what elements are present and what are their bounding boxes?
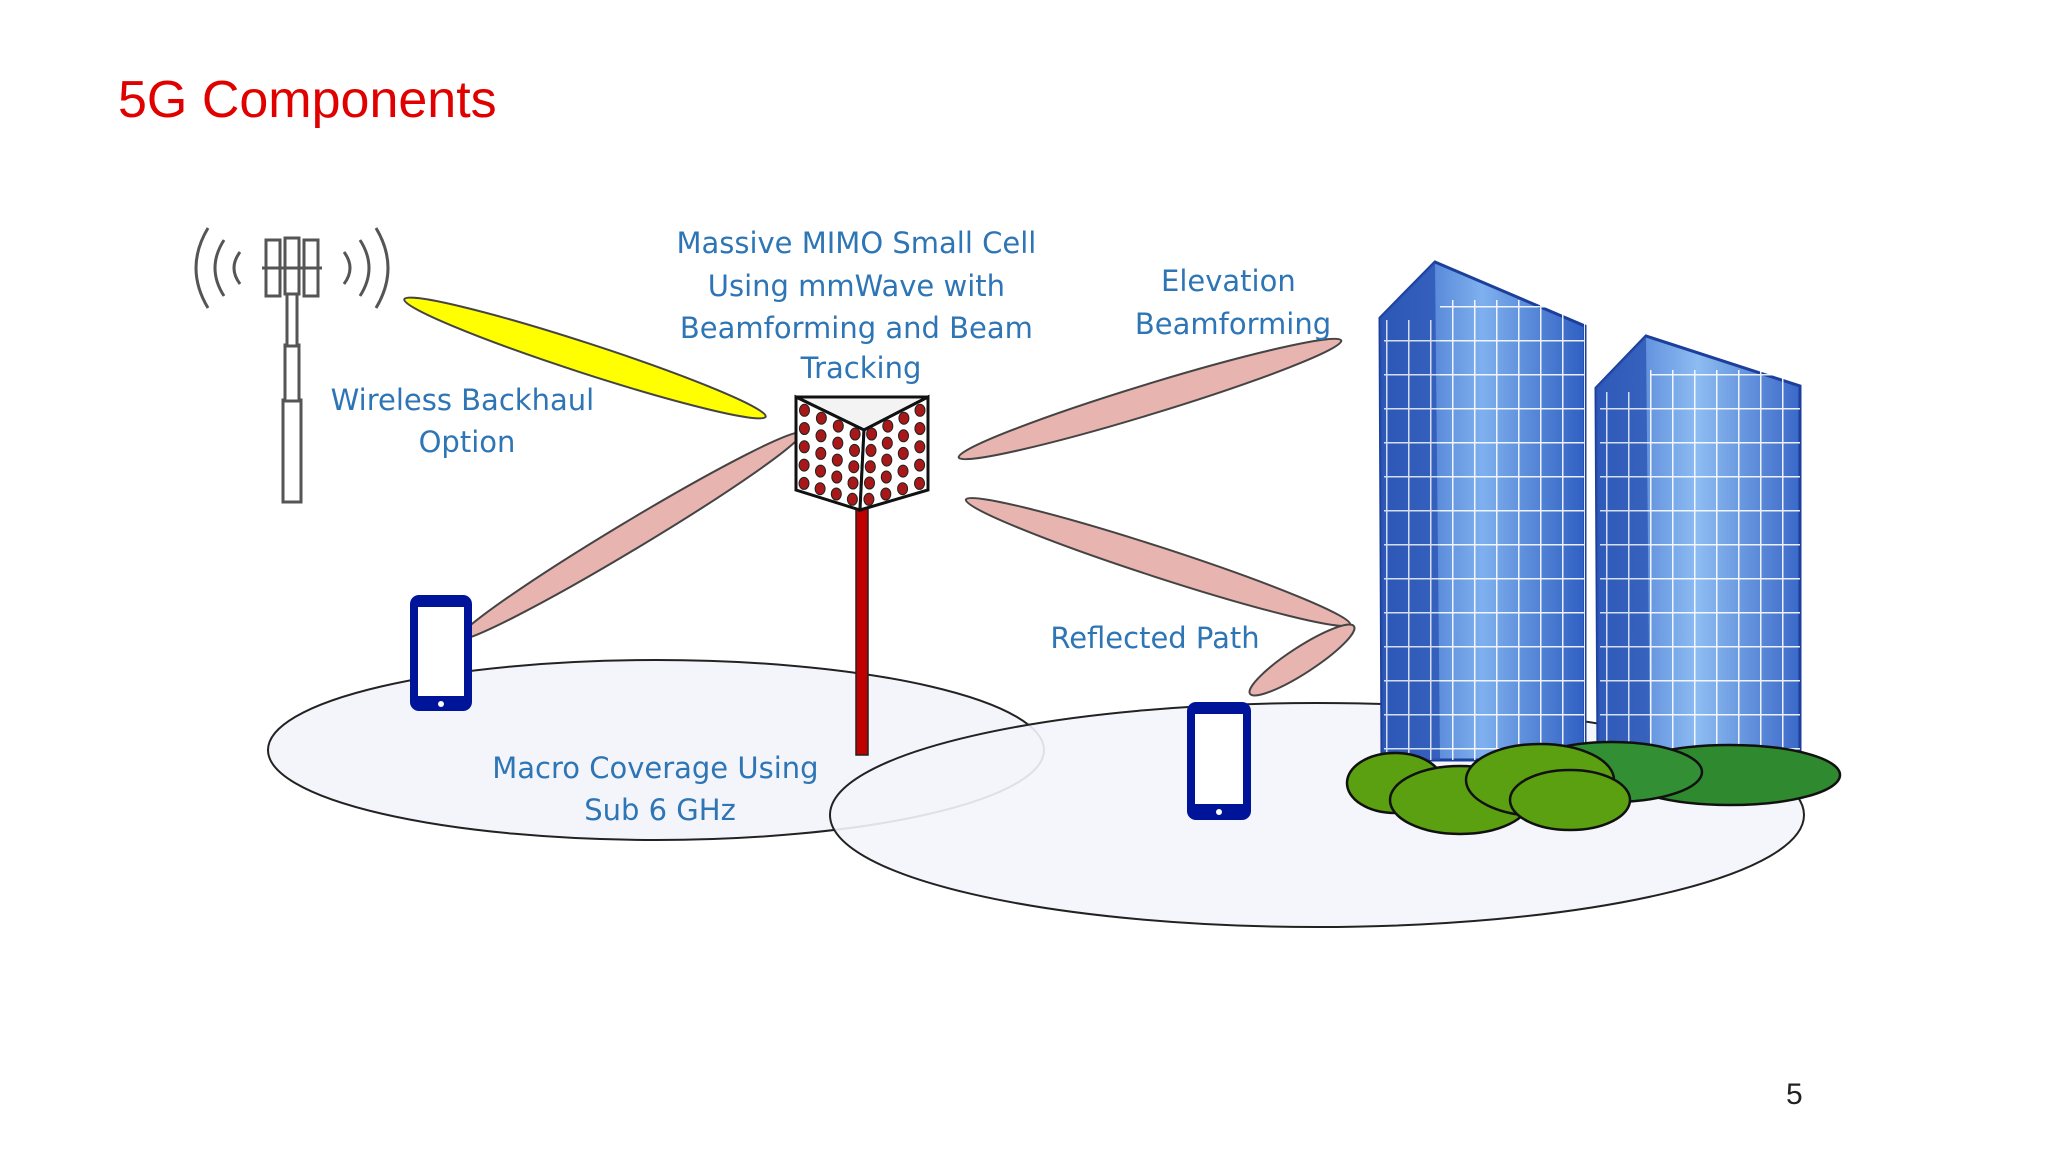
antenna-element [881,453,893,467]
antenna-element [831,470,843,484]
reflected-path-label: Reflected Path [1050,621,1259,655]
antenna-element [831,453,843,467]
phone-icon-right [1187,702,1251,820]
antenna-element [898,429,909,443]
antenna-element [898,411,910,425]
antenna-element [849,427,861,441]
building-icon-tall [1378,260,1587,762]
antenna-element [881,436,893,450]
antenna-element [914,403,926,417]
reflected-beam [1248,623,1356,697]
antenna-element [882,419,894,433]
elevation-beam [957,337,1343,461]
antenna-element [914,458,926,472]
antenna-element [832,419,844,433]
antenna-element [847,476,859,490]
antenna-element [880,487,892,501]
antenna-element [815,411,827,425]
antenna-element [914,422,926,435]
antenna-element [849,443,860,457]
antenna-element [914,476,925,490]
small-cell-label: Massive MIMO Small Cell Using mmWave wit… [676,226,1045,385]
antenna-element [815,464,826,478]
backhaul-beam [403,296,767,420]
beam-to-building [964,496,1352,628]
cell-tower-icon [194,227,390,504]
antenna-element [863,492,875,506]
antenna-element [880,470,892,484]
antenna-element [830,487,842,501]
antenna-element [798,422,810,435]
antenna-element [866,427,878,441]
antenna-element [865,443,877,457]
phone-icon-left [410,595,472,711]
antenna-element [815,429,827,443]
tree-icon [1345,740,1842,836]
page-title: 5G Components [118,71,497,129]
page-number: 5 [1786,1078,1803,1111]
antenna-element [798,458,810,472]
antenna-element [799,403,810,417]
building-icon-short [1594,334,1802,762]
antenna-element [897,482,909,496]
mimo-antenna-icon [794,394,930,513]
macro-coverage-label: Macro Coverage Using Sub 6 GHz [492,751,828,827]
backhaul-label: Wireless Backhaul Option [331,383,604,459]
antenna-element [814,482,826,496]
small-cell-pole [855,499,869,756]
antenna-element [815,446,827,460]
antenna-element [914,440,926,454]
antenna-element [848,460,860,474]
antenna-element [864,460,876,474]
antenna-element [798,476,810,490]
antenna-element [798,440,810,454]
elevation-label: Elevation Beamforming [1135,264,1331,341]
antenna-element [832,436,844,450]
antenna-element [846,492,858,506]
antenna-element [897,446,909,460]
antenna-element [897,464,909,478]
antenna-element [864,476,875,490]
